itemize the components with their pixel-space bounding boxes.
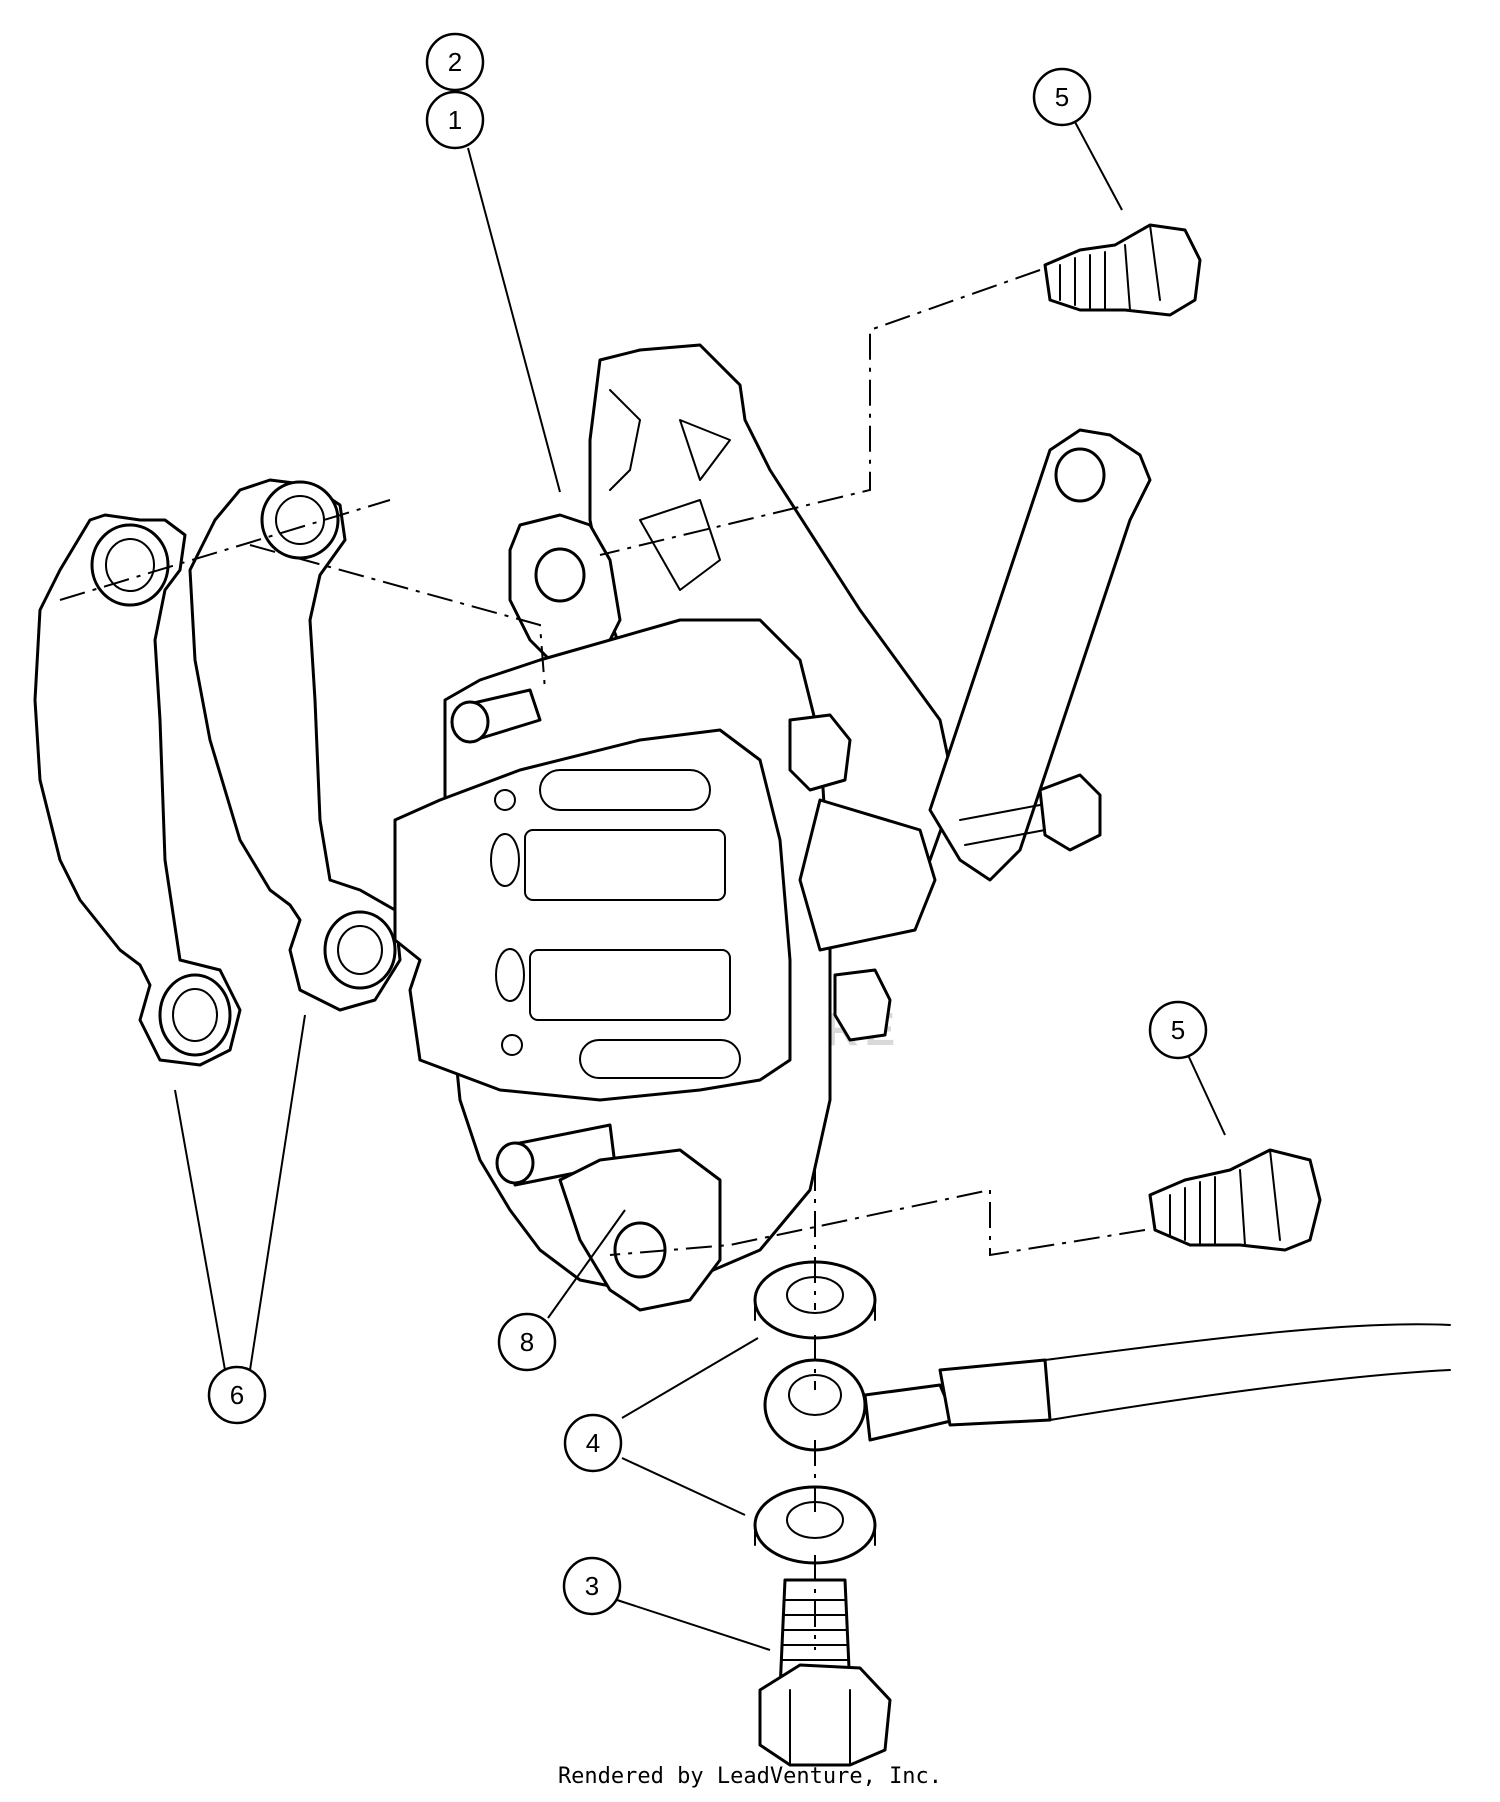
banjo-fitting bbox=[763, 1323, 1451, 1452]
bolt-lower bbox=[1148, 1148, 1322, 1252]
callout-8-label: 8 bbox=[520, 1327, 534, 1357]
callout-8: 8 bbox=[497, 1312, 557, 1372]
brake-pad-inner bbox=[188, 478, 402, 1012]
callout-4-label: 4 bbox=[586, 1428, 600, 1458]
callout-5-upper-label: 5 bbox=[1055, 82, 1069, 112]
bolt-upper bbox=[1043, 223, 1202, 317]
brake-pad-outer bbox=[33, 513, 242, 1067]
callout-2: 2 bbox=[425, 32, 485, 92]
caliper-body bbox=[393, 343, 1152, 1312]
callout-1-label: 1 bbox=[448, 105, 462, 135]
render-credit: Rendered by LeadVenture, Inc. bbox=[557, 1764, 943, 1789]
callout-6: 6 bbox=[207, 1365, 267, 1425]
assembly-lines bbox=[59, 269, 1146, 1650]
callout-3: 3 bbox=[562, 1556, 622, 1616]
callout-5-lower-label: 5 bbox=[1171, 1015, 1185, 1045]
banjo-bolt bbox=[758, 1578, 892, 1767]
callout-3-label: 3 bbox=[585, 1571, 599, 1601]
callout-6-label: 6 bbox=[230, 1380, 244, 1410]
callout-5-upper: 5 bbox=[1032, 67, 1092, 127]
callout-5-lower: 5 bbox=[1148, 1000, 1208, 1060]
callout-1: 1 bbox=[425, 90, 485, 150]
leader-lines bbox=[174, 121, 1226, 1651]
callout-2-label: 2 bbox=[448, 47, 462, 77]
callout-4: 4 bbox=[563, 1413, 623, 1473]
